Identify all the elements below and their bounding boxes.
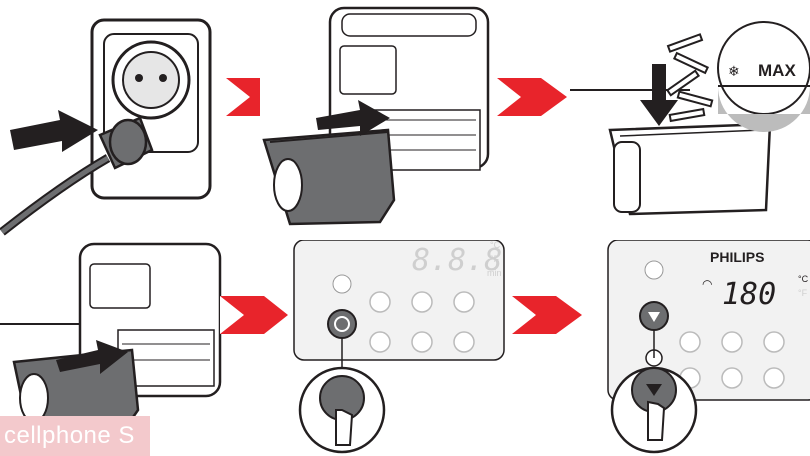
watermark-logo: cellphone S	[0, 416, 150, 456]
unit-f-label: °F	[798, 288, 808, 298]
next-arrow-4	[512, 296, 582, 334]
step-2-pull-out-basket	[260, 0, 492, 240]
display-placeholder: 8.8.8	[412, 243, 502, 278]
step-3-fill-max: ❄ MAX	[570, 0, 810, 240]
step-1-plug-in	[0, 0, 222, 240]
step-5-press-power: 8.8.8 °C °F min	[290, 240, 505, 456]
temperature-display: 180	[722, 277, 776, 312]
airfryer-pull-illustration	[262, 6, 490, 226]
fries-snowflake-icon: ❄	[728, 64, 740, 80]
plug-illustration	[0, 18, 212, 236]
unit-c-label: °C	[798, 274, 809, 284]
brand-label: PHILIPS	[710, 249, 764, 265]
unit-c-label: °C	[490, 240, 501, 250]
unit-f-label: °F	[490, 254, 500, 264]
control-panel-temperature: PHILIPS ◠ 180 °C °F	[607, 240, 810, 454]
max-label: MAX	[758, 61, 796, 80]
step-6-set-temperature: PHILIPS ◠ 180 °C °F	[598, 240, 810, 456]
wifi-icon: ◠	[702, 277, 712, 291]
control-panel-power: 8.8.8 °C °F min	[293, 240, 505, 454]
next-arrow-3	[220, 296, 288, 334]
temperature-down-icon	[648, 312, 660, 322]
basket-max-illustration: ❄ MAX	[570, 21, 810, 216]
next-arrow-2	[497, 78, 567, 116]
unit-min-label: min	[487, 268, 502, 278]
